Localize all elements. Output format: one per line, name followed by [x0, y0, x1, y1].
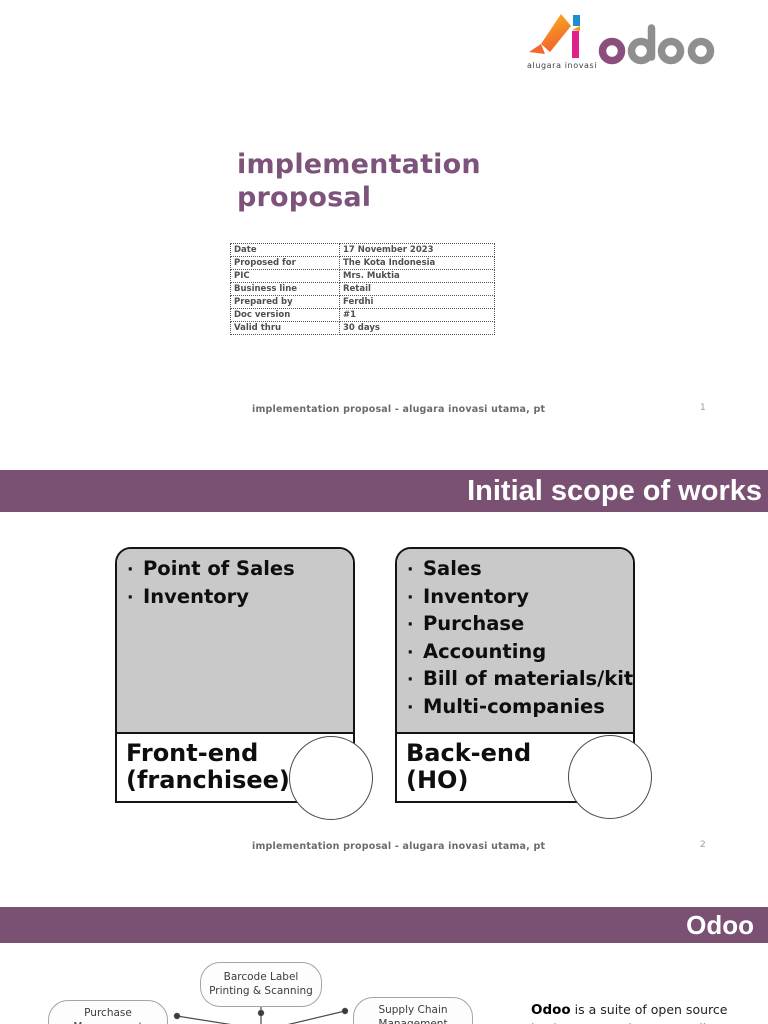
module-item: Purchase [407, 611, 627, 639]
row-value: #1 [339, 308, 495, 322]
odoo-wordmark-text: odoo [722, 12, 723, 13]
odoo-logo-icon [598, 24, 715, 65]
row-label: Proposed for [230, 256, 340, 270]
scope-banner: Initial scope of works [0, 470, 768, 512]
node-purchase: Purchase Management [48, 1000, 168, 1024]
back-end-circle [568, 735, 652, 819]
node-barcode: Barcode Label Printing & Scanning [200, 962, 322, 1007]
front-end-circle [289, 736, 373, 820]
proposal-title: implementation proposal [237, 148, 481, 214]
back-end-label: Back-end (HO) [406, 739, 532, 794]
row-label: Doc version [230, 308, 340, 322]
table-row: Proposed for The Kota Indonesia [230, 256, 495, 270]
table-row: Valid thru 30 days [230, 321, 495, 335]
slide1-page-number: 1 [700, 403, 706, 413]
row-value: Mrs. Muktia [339, 269, 495, 283]
row-value: 17 November 2023 [339, 243, 495, 257]
front-end-label: Front-end (franchisee) [126, 739, 290, 794]
module-item: Multi-companies [407, 694, 627, 722]
odoo-intro-line2: business apps that cover all your [531, 1020, 766, 1024]
module-item: Sales [407, 556, 627, 584]
odoo-banner: Odoo [0, 907, 768, 943]
odoo-intro-rest: is a suite of open source [570, 1002, 728, 1017]
company-logo: alugara inovasi odoo [527, 12, 722, 70]
module-item: Bill of materials/kit [407, 666, 633, 694]
table-row: PIC Mrs. Muktia [230, 269, 495, 283]
node-supply-chain: Supply Chain Management [353, 997, 473, 1024]
module-item: Inventory [127, 584, 347, 612]
row-label: PIC [230, 269, 340, 283]
row-value: Retail [339, 282, 495, 296]
slide2-page-number: 2 [700, 840, 706, 850]
module-item: Inventory [407, 584, 627, 612]
title-line-2: proposal [237, 182, 372, 213]
slide2-footer: implementation proposal - alugara inovas… [252, 841, 546, 852]
proposal-info-table: Date 17 November 2023 Proposed for The K… [230, 243, 495, 335]
table-row: Date 17 November 2023 [230, 243, 495, 257]
front-end-modules: Point of Sales Inventory [117, 549, 353, 734]
module-item: Accounting [407, 639, 627, 667]
odoo-intro-paragraph: Odoo is a suite of open source business … [531, 1001, 766, 1024]
odoo-intro-bold: Odoo [531, 1002, 571, 1018]
table-row: Doc version #1 [230, 308, 495, 322]
row-value: Ferdhi [339, 295, 495, 309]
slide1-footer: implementation proposal - alugara inovas… [252, 404, 546, 415]
module-item: Point of Sales [127, 556, 347, 584]
title-line-1: implementation [237, 149, 481, 180]
alugara-ai-logo-icon: alugara inovasi [527, 14, 715, 70]
table-row: Prepared by Ferdhi [230, 295, 495, 309]
row-label: Date [230, 243, 340, 257]
row-value: 30 days [339, 321, 495, 335]
table-row: Business line Retail [230, 282, 495, 296]
company-name-text: alugara inovasi [527, 61, 597, 70]
row-label: Valid thru [230, 321, 340, 335]
back-end-modules: Sales Inventory Purchase Accounting Bill… [397, 549, 633, 734]
row-label: Business line [230, 282, 340, 296]
row-label: Prepared by [230, 295, 340, 309]
row-value: The Kota Indonesia [339, 256, 495, 270]
